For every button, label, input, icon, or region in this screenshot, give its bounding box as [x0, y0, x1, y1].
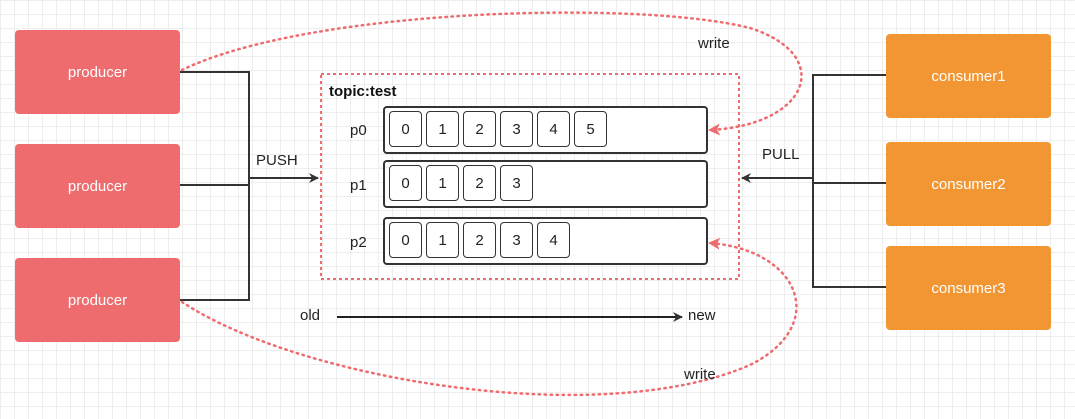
- write-path-bottom: [180, 237, 798, 397]
- offset-cell: 3: [500, 165, 533, 201]
- offset-cell: 5: [574, 111, 607, 147]
- offset-cell: 0: [389, 165, 422, 201]
- old-label: old: [300, 307, 321, 324]
- new-label: new: [688, 307, 716, 324]
- write-path-top: [180, 11, 803, 136]
- partition-row-p0: 0 1 2 3 4 5: [383, 106, 708, 154]
- topic-title: topic:test: [329, 83, 397, 100]
- offset-cell: 3: [500, 222, 533, 258]
- offset-cell: 0: [389, 222, 422, 258]
- offset-cell: 1: [426, 222, 459, 258]
- consumer-box-3: consumer3: [886, 246, 1051, 330]
- pull-connector: [741, 74, 886, 288]
- offset-cell: 2: [463, 165, 496, 201]
- partition-label-p0: p0: [350, 122, 367, 139]
- offset-cell: 3: [500, 111, 533, 147]
- offset-cell: 0: [389, 111, 422, 147]
- pull-label: PULL: [762, 146, 800, 163]
- offset-cell: 1: [426, 165, 459, 201]
- offset-cell: 4: [537, 111, 570, 147]
- write-label-bottom: write: [684, 366, 716, 383]
- push-connector: [180, 71, 319, 301]
- offset-cell: 4: [537, 222, 570, 258]
- offset-cell: 2: [463, 111, 496, 147]
- offset-cell: 1: [426, 111, 459, 147]
- producer-box-2: producer: [15, 144, 180, 228]
- consumer-box-2: consumer2: [886, 142, 1051, 226]
- offset-cell: 2: [463, 222, 496, 258]
- partition-label-p1: p1: [350, 177, 367, 194]
- write-label-top: write: [698, 35, 730, 52]
- producer-box-1: producer: [15, 30, 180, 114]
- partition-row-p1: 0 1 2 3: [383, 160, 708, 208]
- consumer-box-1: consumer1: [886, 34, 1051, 118]
- push-label: PUSH: [256, 152, 298, 169]
- partition-label-p2: p2: [350, 234, 367, 251]
- producer-box-3: producer: [15, 258, 180, 342]
- partition-row-p2: 0 1 2 3 4: [383, 217, 708, 265]
